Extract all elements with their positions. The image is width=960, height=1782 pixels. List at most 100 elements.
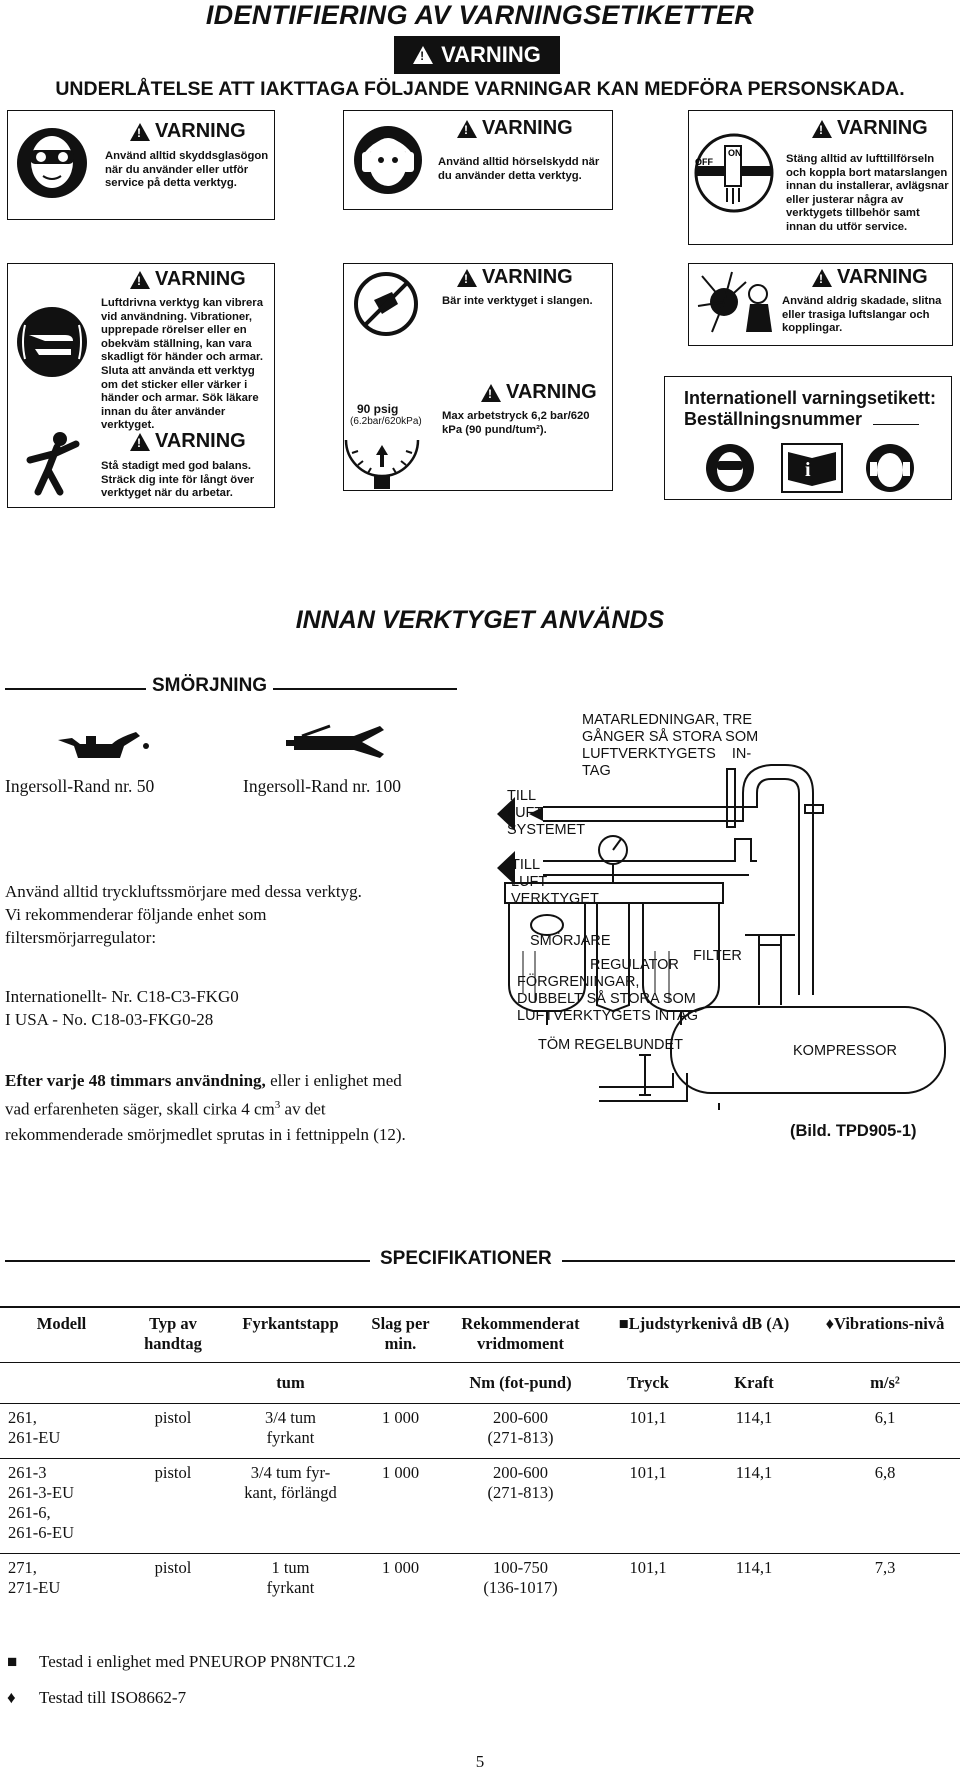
- warning-text-hose: Bär inte verktyget i slangen.: [442, 295, 593, 307]
- oil-can-icon: [58, 732, 149, 758]
- cell-model: 261, 261-EU: [0, 1403, 123, 1459]
- hose-burst-icon: [697, 271, 772, 333]
- gauge-units-label: (6.2bar/620kPa): [350, 416, 422, 427]
- svg-text:i: i: [805, 459, 811, 481]
- pressure-gauge-icon: [344, 439, 420, 489]
- unit-torque: Nm (fot-pund): [443, 1362, 598, 1404]
- warning-heading: VARNING: [130, 268, 246, 291]
- regulator-label: REGULATOR: [590, 957, 679, 973]
- balance-figure-icon: [26, 432, 80, 496]
- specifications-table: Modell Typ av handtag Fyrkantstapp Slag …: [0, 1306, 960, 1608]
- lubrication-instructions: Använd alltid tryckluftssmörjare med des…: [5, 882, 362, 947]
- col-model: Modell: [36, 1314, 87, 1333]
- figure-caption: (Bild. TPD905-1): [790, 1122, 917, 1140]
- cell-model: 261-3 261-3-EU 261-6, 261-6-EU: [0, 1458, 123, 1554]
- warning-triangle-icon: [457, 268, 477, 287]
- cell-torque: 200-600 (271-813): [443, 1403, 598, 1459]
- branch-label: FÖRGRENINGAR, DUBBELT SÅ STORA SOM LUFTV…: [517, 974, 699, 1024]
- col-vibration: ♦Vibrations-nivå: [825, 1314, 945, 1333]
- arrow-to-system-icon: [497, 797, 515, 831]
- warning-heading: VARNING: [812, 117, 928, 140]
- cell-square: 1 tum fyrkant: [223, 1553, 358, 1608]
- col-bpm: Slag per min.: [371, 1314, 430, 1353]
- product-50-label: Ingersoll-Rand nr. 50: [5, 776, 155, 796]
- to-tool-label: TILL LUFT VERKTYGET: [511, 857, 599, 907]
- lubricator-label: SMÖRJARE: [530, 933, 611, 949]
- cell-pressure: 101,1: [598, 1553, 698, 1608]
- before-use-title: INNAN VERKTYGET ANVÄNDS: [295, 606, 665, 634]
- cell-torque: 100-750 (136-1017): [443, 1553, 598, 1608]
- safety-goggles-icon: [17, 128, 87, 198]
- warning-label-damaged-hose: [688, 263, 953, 346]
- air-shutoff-icon: ON OFF: [694, 133, 774, 213]
- on-text: ON: [728, 148, 742, 158]
- unit-power: Kraft: [698, 1362, 810, 1404]
- off-text: OFF: [695, 157, 713, 167]
- cell-bpm: 1 000: [358, 1458, 443, 1554]
- air-system-diagram: [497, 764, 946, 1110]
- warning-heading: VARNING: [457, 117, 573, 140]
- warning-label-goggles: [7, 110, 275, 220]
- warning-text-hearing: Använd alltid hörselskydd när du använde…: [438, 156, 600, 182]
- page-title: IDENTIFIERING AV VARNINGSETIKETTER: [205, 0, 755, 30]
- cell-handle: pistol: [123, 1403, 223, 1459]
- warning-label-pressure: [343, 263, 613, 491]
- warning-triangle-icon: [130, 122, 150, 141]
- cell-bpm: 1 000: [358, 1403, 443, 1459]
- no-carry-by-hose-icon: [354, 272, 418, 336]
- cell-vib: 7,3: [810, 1553, 960, 1608]
- lubrication-interval-text: Efter varje 48 timmars användning, eller…: [5, 1071, 406, 1144]
- cell-pressure: 101,1: [598, 1458, 698, 1554]
- lubrication-heading: SMÖRJNING: [146, 675, 274, 697]
- warning-triangle-icon: [812, 268, 832, 287]
- international-label-box: [664, 376, 952, 500]
- unit-pressure: Tryck: [598, 1362, 698, 1404]
- square-bullet-icon: ■: [7, 1652, 18, 1671]
- col-square-drive: Fyrkantstapp: [242, 1314, 339, 1333]
- warning-heading-label: VARNING: [155, 120, 246, 142]
- filter-label: FILTER: [693, 948, 742, 964]
- warning-heading: VARNING: [481, 381, 597, 404]
- gauge-psi-label: 90 psig: [357, 402, 399, 416]
- drain-label: TÖM REGELBUNDET: [538, 1037, 684, 1053]
- warning-text-pressure: Max arbetstryck 6,2 bar/620 kPa (90 pund…: [442, 410, 590, 436]
- note-vibration: ♦Testad till ISO8662-7: [7, 1688, 187, 1707]
- diamond-bullet-icon: ♦: [7, 1688, 16, 1707]
- grease-gun-icon: [286, 724, 384, 758]
- warning-triangle-icon: [812, 119, 832, 138]
- cell-handle: pistol: [123, 1458, 223, 1554]
- intl-label-pictograms: i: [706, 443, 914, 493]
- cell-power: 114,1: [698, 1403, 810, 1459]
- warning-heading: VARNING: [130, 430, 246, 453]
- cell-power: 114,1: [698, 1458, 810, 1554]
- warning-label-hearing: [343, 110, 613, 210]
- product-100-label: Ingersoll-Rand nr. 100: [243, 776, 401, 796]
- warning-triangle-icon: [457, 119, 477, 138]
- col-torque: Rekommenderat vridmoment: [461, 1314, 580, 1353]
- note-sound: ■Testad i enlighet med PNEUROP PN8NTC1.2: [7, 1652, 356, 1671]
- warning-label-air-off: [688, 110, 953, 245]
- warning-label-vibration: [7, 263, 275, 508]
- hand-vibration-icon: [17, 307, 87, 377]
- unit-square: tum: [223, 1362, 358, 1404]
- warning-text-vibration: Luftdrivna verktyg kan vibrera vid använ…: [101, 297, 263, 432]
- supply-lines-label: MATARLEDNINGAR, TRE GÅNGER SÅ STORA SOM …: [582, 712, 759, 779]
- cell-pressure: 101,1: [598, 1403, 698, 1459]
- warning-heading: VARNING: [812, 266, 928, 289]
- arrow-to-tool-icon: [497, 851, 515, 885]
- warning-banner: VARNING: [394, 36, 560, 74]
- cell-model: 271, 271-EU: [0, 1553, 123, 1608]
- col-sound-level: ■Ljudstyrkenivå dB (A): [618, 1314, 790, 1333]
- cell-torque: 200-600 (271-813): [443, 1458, 598, 1554]
- unit-vibration: m/s²: [810, 1362, 960, 1404]
- unit-numbers: Internationellt- Nr. C18-C3-FKG0 I USA -…: [5, 987, 239, 1029]
- cell-power: 114,1: [698, 1553, 810, 1608]
- cell-square: 3/4 tum fyr- kant, förlängd: [223, 1458, 358, 1554]
- warning-triangle-icon: [413, 46, 434, 64]
- warning-banner-label: VARNING: [441, 42, 541, 67]
- warning-text-air-off: Stäng alltid av lufttillförseln och kopp…: [786, 153, 949, 233]
- to-system-label: TILL LUFT SYSTEMET: [507, 788, 586, 838]
